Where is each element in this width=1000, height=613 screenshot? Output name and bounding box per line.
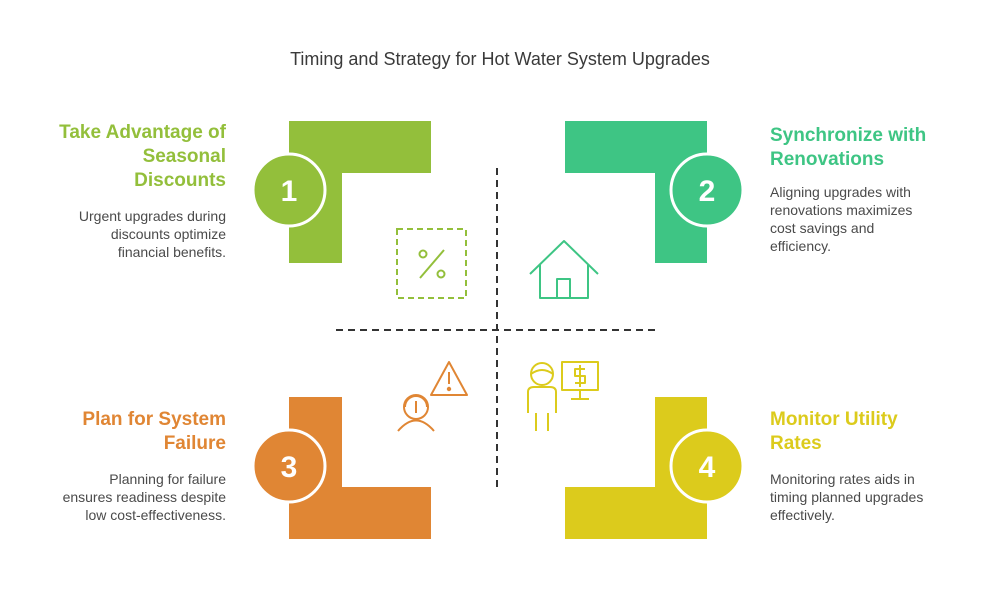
badge-2-number: 2 — [699, 175, 716, 208]
item-3-description-line: low cost-effectiveness. — [85, 507, 226, 523]
quadrant-2-shape — [565, 121, 707, 263]
badge-3: 3 — [251, 428, 327, 504]
item-3-description-line: Planning for failure — [109, 471, 226, 487]
item-4-description: Monitoring rates aids in timing planned … — [770, 470, 990, 524]
badge-2: 2 — [669, 152, 745, 228]
item-3-heading: Plan for System Failure — [20, 408, 226, 456]
item-2-description-line: efficiency. — [770, 238, 831, 254]
item-3-heading-line: Failure — [163, 433, 226, 454]
quadrant-4-shape — [565, 397, 707, 539]
item-4-description-line: Monitoring rates aids in — [770, 471, 915, 487]
quadrant-3-shape — [289, 397, 431, 539]
item-2-heading-line: Synchronize with — [770, 125, 927, 146]
item-2-description-line: cost savings and — [770, 220, 875, 236]
badge-1-number: 1 — [281, 175, 298, 208]
item-4-heading-line: Monitor Utility — [770, 409, 898, 430]
item-2-heading: Synchronize with Renovations — [770, 124, 990, 172]
item-2-heading-line: Renovations — [770, 149, 885, 170]
item-1-description-line: Urgent upgrades during — [78, 208, 226, 224]
item-1-heading-line: Take Advantage of — [59, 122, 226, 143]
person-warning-icon — [397, 361, 468, 432]
badge-4: 4 — [669, 428, 745, 504]
item-1-description: Urgent upgrades during discounts optimiz… — [20, 207, 226, 261]
item-3-description-line: ensures readiness despite — [62, 489, 226, 505]
item-1-heading: Take Advantage of Seasonal Discounts — [20, 121, 226, 193]
item-2-description: Aligning upgrades with renovations maxim… — [770, 183, 990, 255]
item-4-description-line: timing planned upgrades — [770, 489, 924, 505]
badge-1: 1 — [251, 152, 327, 228]
percent-icon — [396, 228, 467, 299]
item-2-description-line: renovations maximizes — [770, 202, 913, 218]
item-3-description: Planning for failure ensures readiness d… — [20, 470, 226, 524]
diagram-title: Timing and Strategy for Hot Water System… — [290, 49, 710, 69]
quadrant-1-shape — [289, 121, 431, 263]
item-1-heading-line: Discounts — [134, 170, 226, 191]
badge-3-number: 3 — [281, 451, 298, 484]
item-1-description-line: discounts optimize — [110, 226, 226, 242]
badge-4-number: 4 — [699, 451, 716, 484]
item-1-heading-line: Seasonal — [142, 146, 226, 167]
item-1-description-line: financial benefits. — [117, 244, 226, 260]
item-4-description-line: effectively. — [770, 507, 835, 523]
house-icon — [529, 240, 599, 299]
item-4-heading: Monitor Utility Rates — [770, 408, 990, 456]
person-dollar-monitor-icon — [527, 361, 599, 431]
item-3-heading-line: Plan for System — [82, 409, 226, 430]
item-2-description-line: Aligning upgrades with — [770, 184, 911, 200]
item-4-heading-line: Rates — [770, 433, 822, 454]
